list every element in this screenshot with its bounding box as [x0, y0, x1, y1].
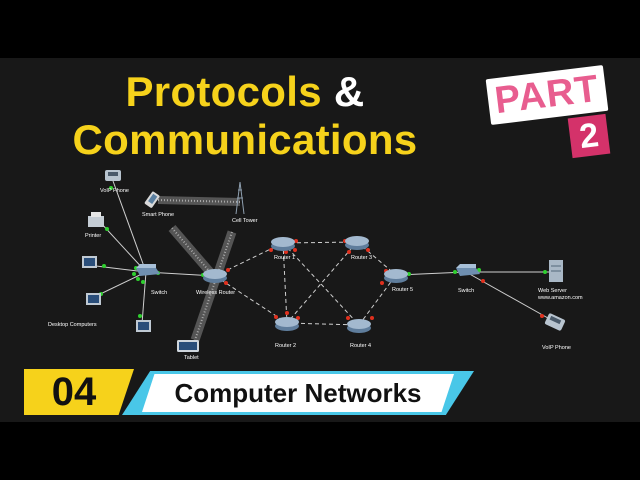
router-icons: [271, 236, 408, 333]
title-protocols: Protocols: [125, 68, 322, 115]
series-banner-fill: [142, 374, 454, 412]
title-line-2: Communications: [72, 116, 418, 163]
cell-tower-icon: [235, 181, 245, 215]
voip-phone-left-icon: [105, 170, 121, 181]
label-router-5: Router 5: [392, 287, 413, 293]
top-letterbox: [0, 0, 640, 58]
label-web-server: Web Server: [538, 288, 567, 294]
smart-phone-icon: [144, 191, 160, 208]
label-router-3: Router 3: [351, 255, 372, 261]
part-badge: PART 2: [485, 64, 611, 162]
label-switch-right: Switch: [458, 288, 474, 294]
label-voip-phone-left: VoIP Phone: [100, 188, 129, 194]
tablet-icon: [177, 340, 199, 352]
label-printer: Printer: [85, 233, 101, 239]
wireless-router-icon: [203, 269, 227, 283]
episode-badge: 04: [24, 369, 134, 415]
label-wireless-router: Wireless Router: [196, 290, 235, 296]
label-cell-tower: Cell Tower: [232, 218, 258, 224]
label-smart-phone: Smart Phone: [142, 212, 174, 218]
part-number: 2: [577, 115, 601, 157]
web-server-icon: [549, 260, 563, 282]
wireless-beams: [157, 196, 241, 342]
title-ampersand: &: [333, 68, 365, 115]
label-router-1: Router 1: [274, 255, 295, 261]
network-diagram: VoIP Phone Smart Phone Cell Tower Printe…: [48, 170, 583, 361]
desktop-computer-icon: [82, 256, 151, 332]
label-desktop-computers: Desktop Computers: [48, 322, 97, 328]
switch-left-icon: [136, 264, 160, 276]
voip-phone-right-icon: [544, 313, 566, 331]
episode-number: 04: [51, 370, 97, 414]
label-router-4: Router 4: [350, 343, 371, 349]
label-switch-left: Switch: [151, 290, 167, 296]
title-line-1: Protocols &: [0, 68, 490, 116]
switch-right-icon: [456, 264, 480, 276]
label-web-server-host: www.amazon.com: [537, 295, 583, 301]
link-status-dots: [99, 186, 547, 320]
label-voip-phone-right: VoIP Phone: [542, 345, 571, 351]
printer-icon: [88, 212, 104, 227]
episode-badge-shape: [24, 369, 134, 415]
label-router-2: Router 2: [275, 343, 296, 349]
bottom-letterbox: [0, 422, 640, 480]
label-tablet: Tablet: [184, 355, 199, 361]
series-title: Computer Networks: [174, 378, 422, 408]
series-banner: Computer Networks: [122, 371, 474, 415]
